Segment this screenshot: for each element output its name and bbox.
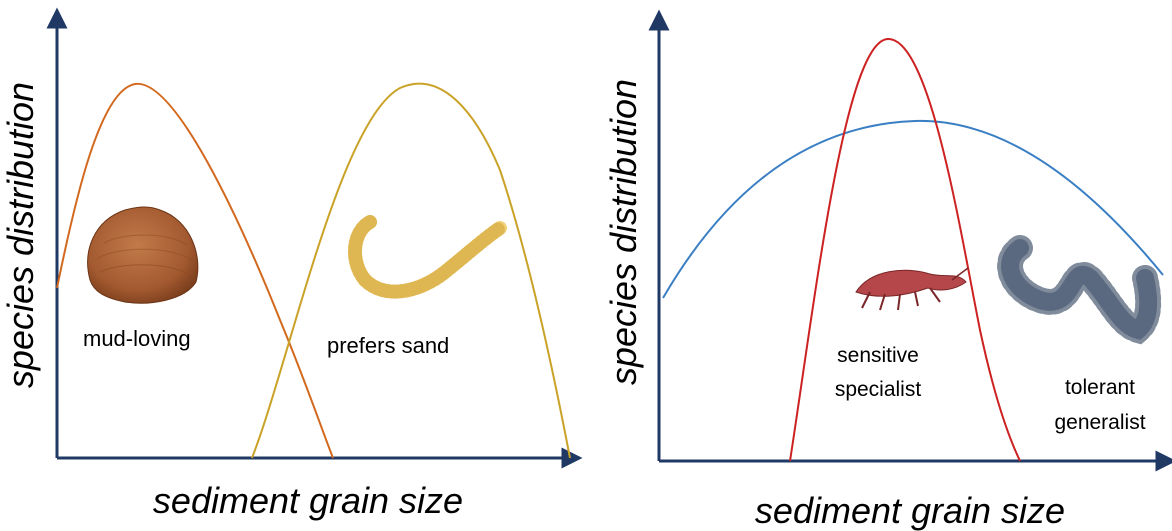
right-panel: sensitive specialist tolerant generalist…	[603, 9, 1172, 531]
prefers-sand-label: prefers sand	[327, 333, 449, 358]
tolerant-generalist-label-line2: generalist	[1054, 411, 1145, 434]
left-y-axis-title: species distribution	[0, 82, 41, 388]
sensitive-specialist-label-line1: sensitive	[837, 344, 919, 367]
right-y-axis-title: species distribution	[603, 79, 644, 385]
sensitive-specialist-curve	[789, 37, 1021, 462]
sand-worm-icon	[348, 215, 507, 299]
amphipod-icon	[855, 267, 969, 311]
polychaete-worm-icon	[997, 235, 1162, 345]
mud-loving-curve	[56, 82, 334, 459]
sensitive-specialist-label-line2: specialist	[835, 378, 922, 401]
tolerant-generalist-curve	[662, 119, 1164, 299]
mud-loving-label: mud-loving	[83, 326, 191, 351]
clam-icon	[87, 206, 199, 304]
left-panel: mud-loving prefers sand species distribu…	[0, 7, 583, 521]
tolerant-generalist-label-line1: tolerant	[1065, 376, 1135, 399]
right-x-axis-title: sediment grain size	[755, 490, 1065, 531]
left-x-axis-title: sediment grain size	[153, 480, 463, 521]
prefers-sand-curve	[251, 82, 571, 459]
